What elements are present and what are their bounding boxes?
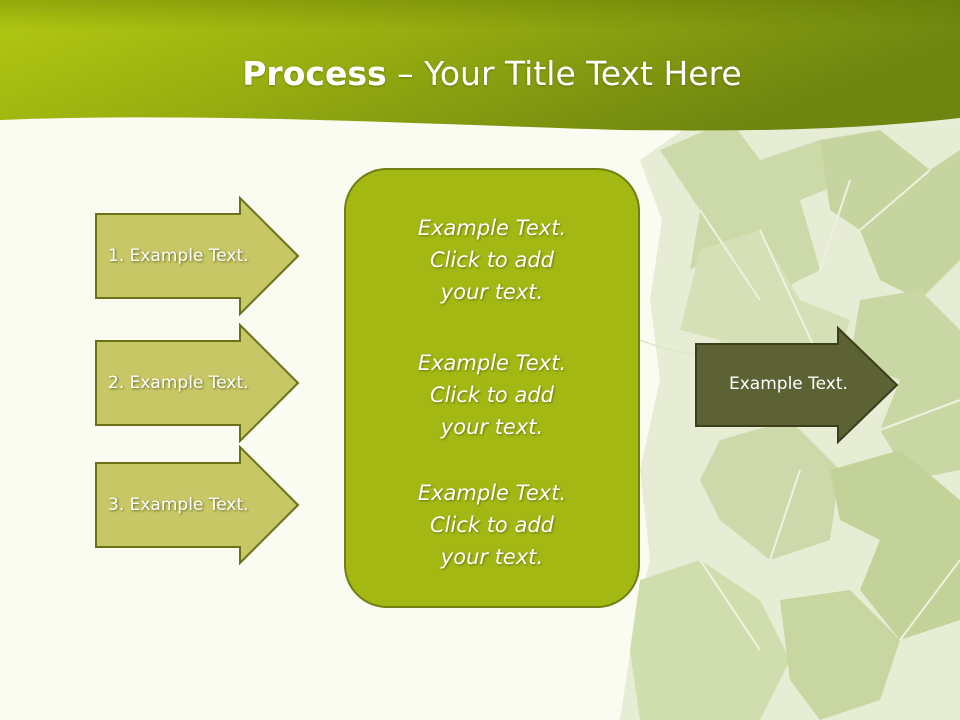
center-text-block-3[interactable]: Example Text. Click to add your text. (344, 477, 640, 573)
block-2-line-3: your text. (440, 415, 544, 439)
block-1-line-2: Click to add (429, 248, 554, 272)
block-3-line-3: your text. (440, 545, 544, 569)
block-2-line-1: Example Text. (417, 351, 567, 375)
center-text-block-1[interactable]: Example Text. Click to add your text. (344, 212, 640, 308)
slide-title[interactable]: Process – Your Title Text Here (0, 52, 960, 96)
input-arrow-3[interactable] (95, 444, 300, 566)
input-arrow-3-label: 3. Example Text. (108, 495, 249, 515)
output-arrow[interactable] (695, 325, 899, 445)
output-arrow-label: Example Text. (729, 374, 848, 394)
block-2-line-2: Click to add (429, 383, 554, 407)
input-arrow-1[interactable] (95, 195, 300, 317)
input-arrow-1-label: 1. Example Text. (108, 246, 249, 266)
block-3-line-2: Click to add (429, 513, 554, 537)
center-text-block-2[interactable]: Example Text. Click to add your text. (344, 347, 640, 443)
block-1-line-1: Example Text. (417, 216, 567, 240)
block-1-line-3: your text. (440, 280, 544, 304)
block-3-line-1: Example Text. (417, 481, 567, 505)
center-process-box[interactable] (344, 168, 640, 608)
title-bold-text: Process (242, 54, 387, 93)
title-rest-text: – Your Title Text Here (386, 54, 742, 93)
input-arrow-2-label: 2. Example Text. (108, 373, 249, 393)
input-arrow-2[interactable] (95, 322, 300, 444)
